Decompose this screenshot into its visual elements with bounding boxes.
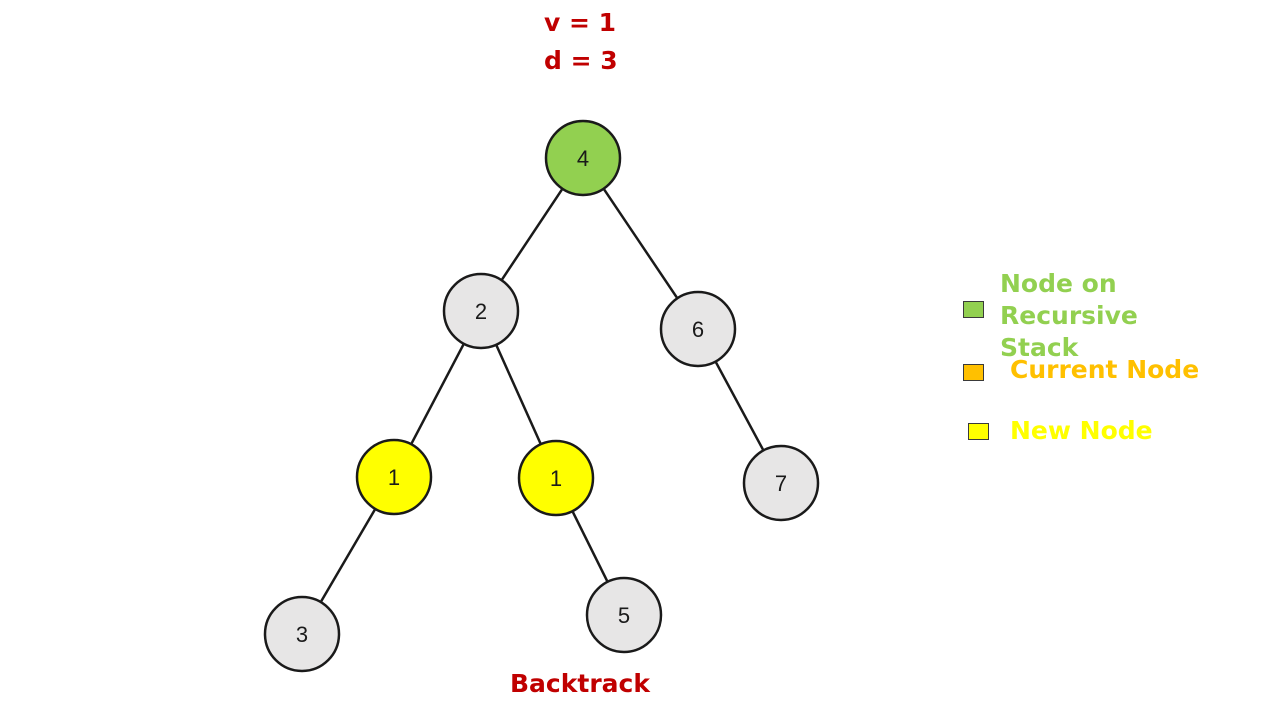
node-label: 2: [475, 299, 487, 324]
node-label: 6: [692, 317, 704, 342]
legend-swatch-new: [968, 423, 989, 440]
node-label: 4: [577, 146, 589, 171]
node-circle: [263, 595, 341, 673]
edge-n2-n1b: [495, 345, 542, 444]
edge-n4-n2: [501, 188, 563, 281]
edge-n6-n7: [714, 361, 765, 451]
legend-label-current: Current Node: [1010, 355, 1200, 384]
step-caption: Backtrack: [510, 669, 650, 698]
node-label: 1: [550, 466, 562, 491]
legend-swatch-stack: [963, 301, 984, 318]
edge-layer: [320, 188, 765, 602]
legend-label-stack: Node on Recursive Stack: [1000, 269, 1138, 362]
edge-n4-n6: [603, 188, 678, 299]
node-label: 7: [775, 471, 787, 496]
variable-d-label: d = 3: [544, 46, 618, 75]
node-circle: [659, 290, 737, 368]
tree-node-n7: 7: [742, 444, 820, 522]
node-label: 1: [388, 465, 400, 490]
node-label: 3: [296, 622, 308, 647]
edge-n2-n1a: [410, 344, 465, 444]
node-circle: [544, 119, 622, 197]
node-label: 5: [618, 603, 630, 628]
edge-n1a-n3: [320, 509, 376, 602]
node-circle: [517, 439, 595, 517]
tree-node-n3: 3: [263, 595, 341, 673]
node-circle: [742, 444, 820, 522]
tree-node-n1b: 1: [517, 439, 595, 517]
variable-v-label: v = 1: [544, 8, 617, 37]
edge-n1b-n5: [571, 511, 609, 582]
tree-node-n2: 2: [442, 272, 520, 350]
node-circle: [585, 576, 663, 654]
legend-swatch-current: [963, 364, 984, 381]
node-circle: [442, 272, 520, 350]
tree-node-n6: 6: [659, 290, 737, 368]
tree-node-n4: 4: [544, 119, 622, 197]
tree-node-n5: 5: [585, 576, 663, 654]
legend-label-new: New Node: [1010, 416, 1153, 445]
node-circle: [355, 438, 433, 516]
tree-node-n1a: 1: [355, 438, 433, 516]
